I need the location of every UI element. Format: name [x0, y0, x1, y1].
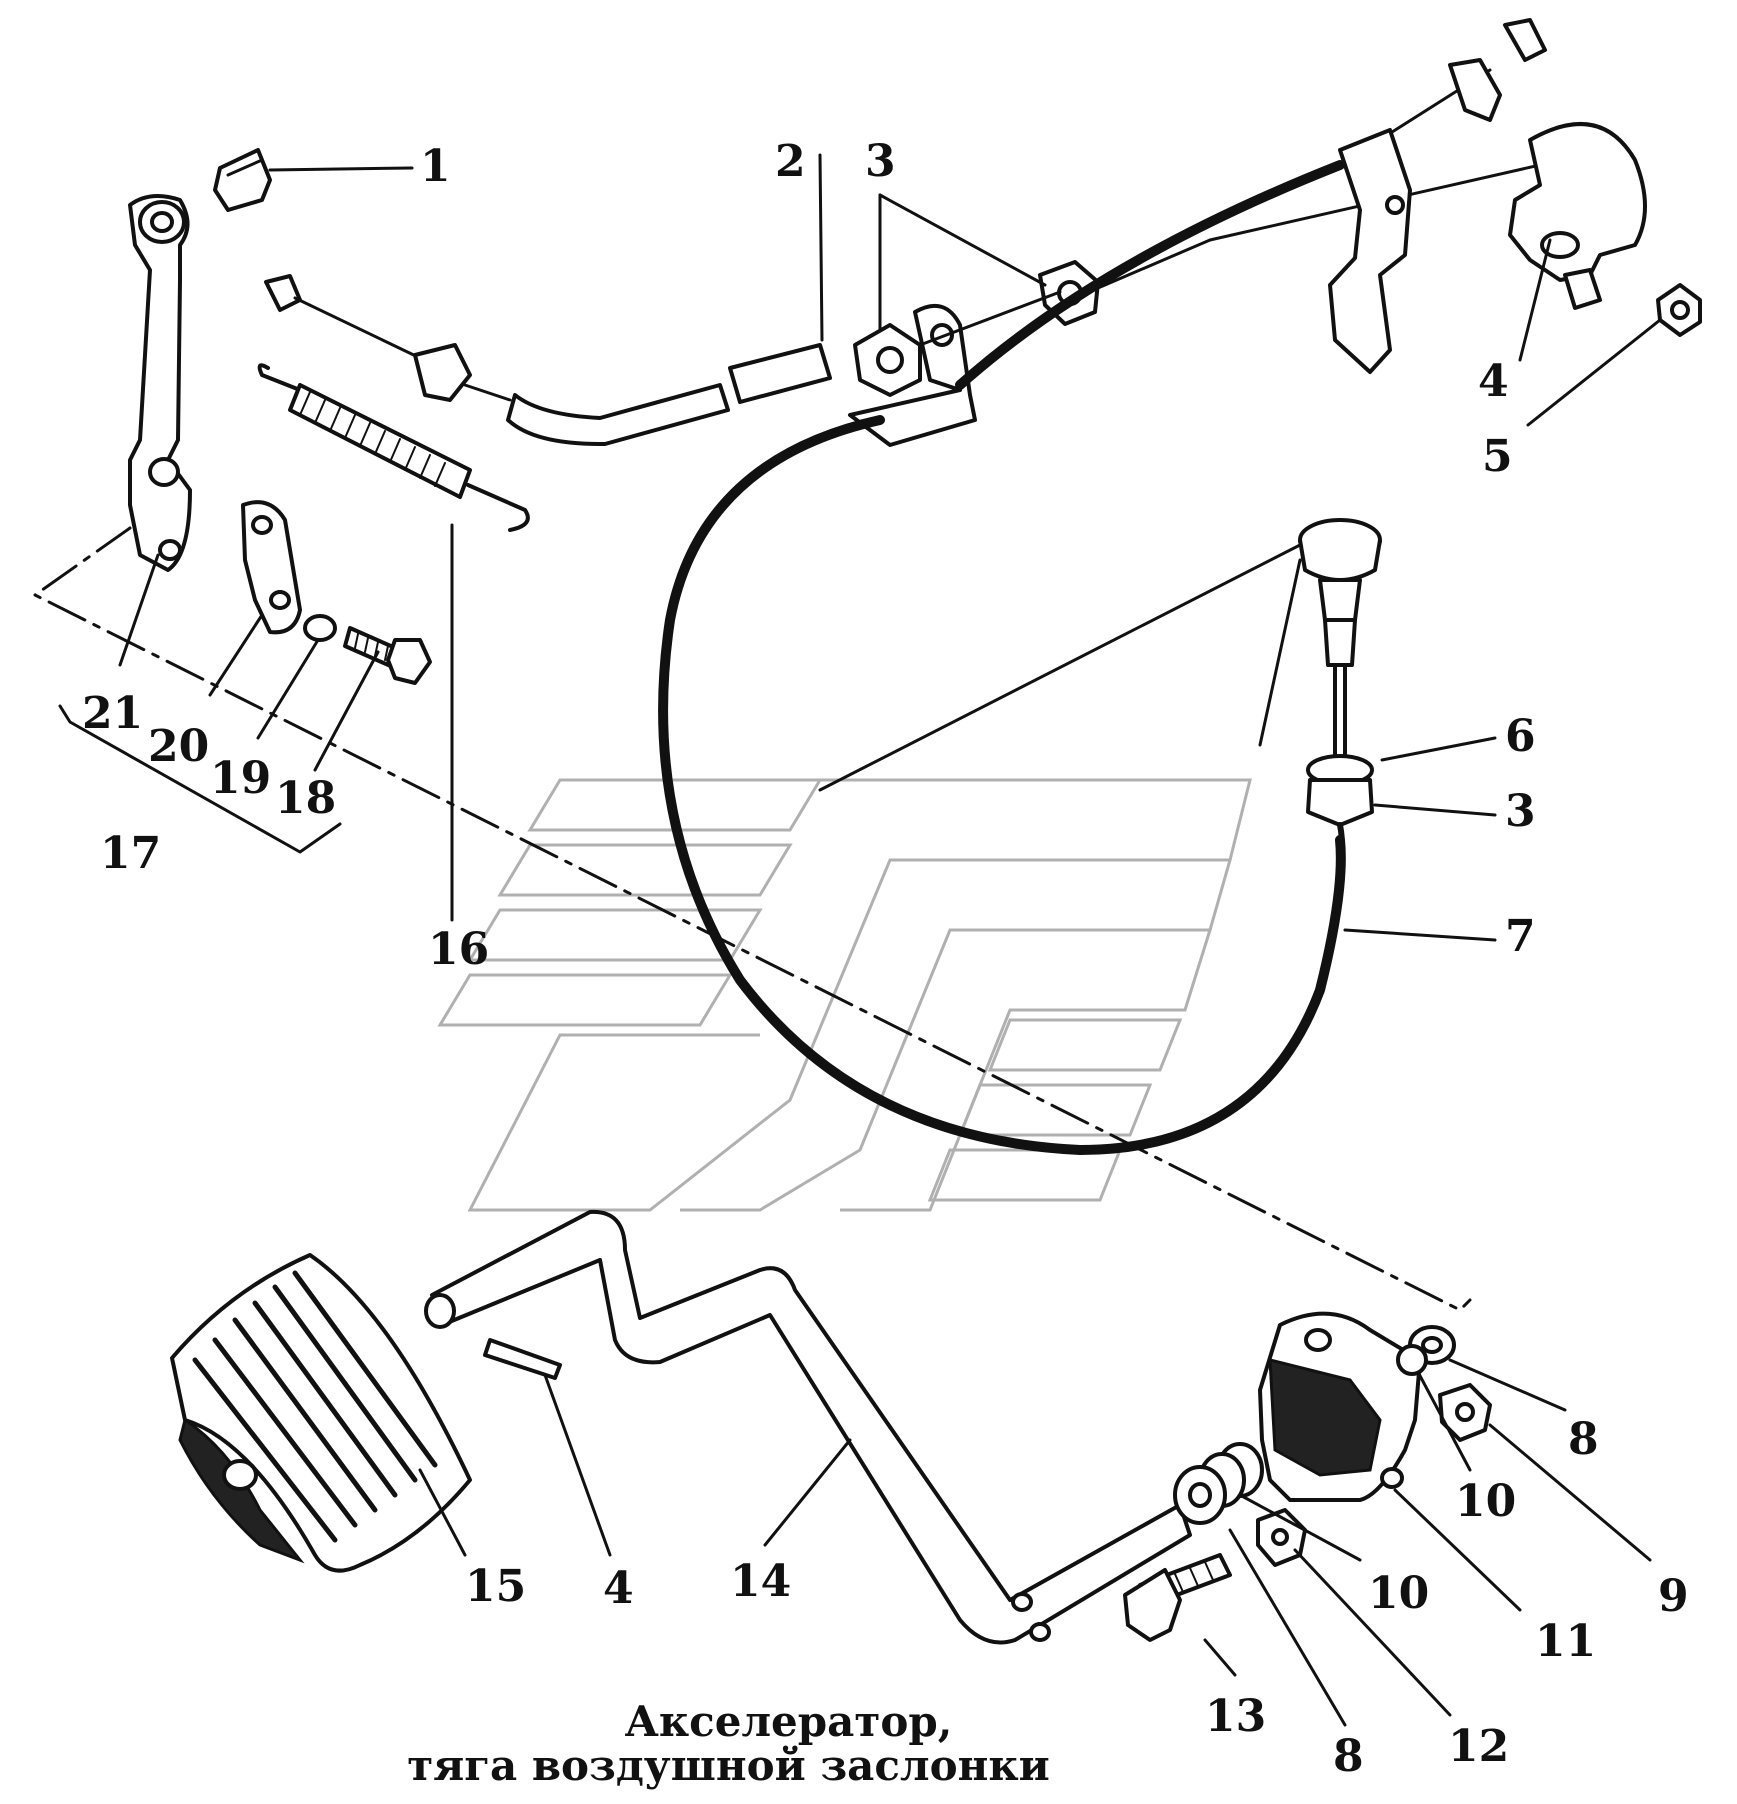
leader-lines [118, 153, 1662, 1727]
part-14-pedal-arm [424, 1209, 1192, 1645]
callout-8-lower: 8 [1333, 1731, 1364, 1782]
callout-10-upper: 10 [1455, 1476, 1517, 1527]
callout-17: 17 [100, 828, 162, 879]
choke-knob [1298, 518, 1382, 762]
part-4-pin [483, 1338, 562, 1380]
part-2-cable-rod [264, 274, 832, 447]
part-3-nut-upper [853, 323, 922, 397]
carburetor-linkage-arm [1328, 18, 1547, 374]
part-3-nut-choke [1306, 778, 1374, 827]
part-16-spring [257, 363, 530, 532]
callout-16: 16 [428, 924, 490, 975]
part-5-nut [1656, 283, 1702, 337]
callout-20: 20 [148, 721, 210, 772]
caption-line-1: Акселератор, [624, 1697, 953, 1746]
part-1-cap [213, 148, 272, 212]
callout-13: 13 [1205, 1691, 1267, 1742]
part-4-throttle-quadrant [1508, 122, 1647, 310]
part-15-pedal-pad [170, 1253, 472, 1573]
pedal-bracket [1258, 1311, 1422, 1502]
callout-21: 21 [82, 688, 144, 739]
cable-bracket [848, 303, 977, 447]
callout-19: 19 [210, 753, 272, 804]
callout-8-upper: 8 [1568, 1414, 1599, 1465]
callout-3-choke: 3 [1505, 786, 1536, 837]
callout-6: 6 [1505, 711, 1536, 762]
callout-14: 14 [730, 1556, 792, 1607]
callout-11: 11 [1535, 1616, 1597, 1667]
callout-10-lower: 10 [1368, 1568, 1430, 1619]
callout-4-upper: 4 [1478, 356, 1509, 407]
part-10-washer-upper [1396, 1344, 1428, 1376]
assembly-axis-line [33, 526, 1472, 1312]
watermark-logo [437, 778, 1252, 1212]
part-13-bolt [1123, 1553, 1232, 1642]
caption-line-2: тяга воздушной заслонки [407, 1741, 1050, 1791]
callout-15: 15 [465, 1561, 527, 1612]
callout-18: 18 [275, 773, 337, 824]
part-20-plate [241, 500, 302, 635]
part-18-bolt [343, 626, 432, 685]
callout-7: 7 [1505, 911, 1536, 962]
callout-1: 1 [420, 141, 451, 192]
callout-2: 2 [775, 136, 806, 187]
part-19-washer [303, 614, 337, 642]
group-bracket-17 [58, 704, 342, 854]
part-9-nut [1438, 1383, 1492, 1442]
callout-5: 5 [1482, 431, 1513, 482]
part-21-lever [128, 194, 192, 572]
callout-4-lower: 4 [603, 1563, 634, 1614]
part-10-bushing [1173, 1442, 1264, 1525]
diagram-caption: Акселератор, тяга воздушной заслонки [0, 1697, 1737, 1791]
callout-3-upper: 3 [865, 136, 896, 187]
callout-9: 9 [1658, 1571, 1689, 1622]
callout-12: 12 [1448, 1721, 1510, 1772]
